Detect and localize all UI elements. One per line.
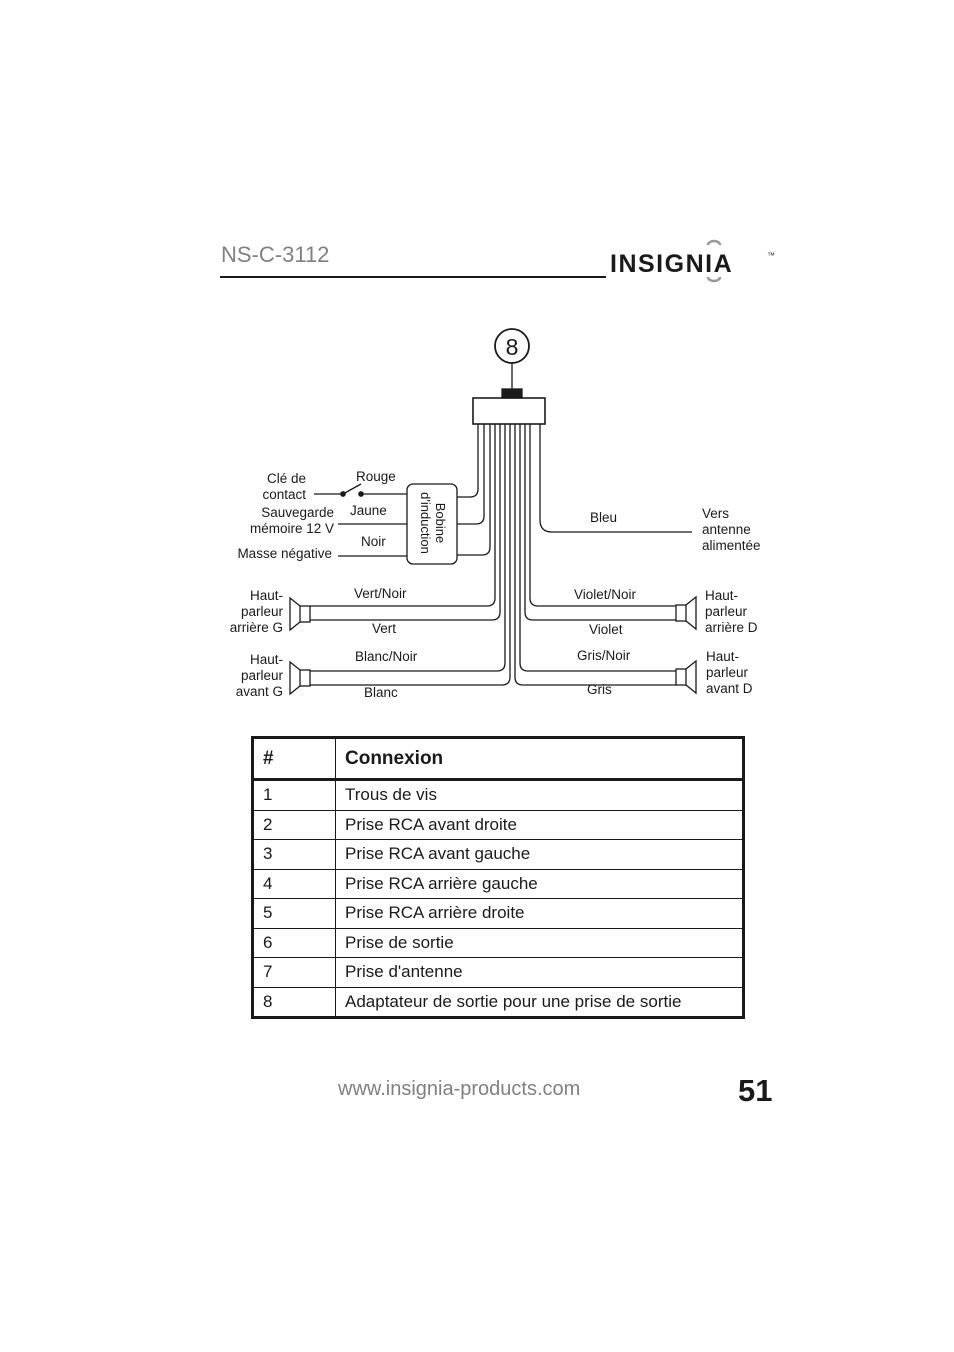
row-connection: Prise RCA avant gauche <box>335 839 744 870</box>
wire-label-green-black: Vert/Noir <box>354 586 407 601</box>
memory-line2: mémoire 12 V <box>249 521 334 536</box>
speaker-icon <box>289 596 311 632</box>
front-left-speaker-label: Haut- parleur avant G <box>220 652 283 700</box>
wire-label-violet: Violet <box>589 622 623 637</box>
table-header-row: # Connexion <box>252 737 744 781</box>
row-number: 6 <box>252 927 336 958</box>
connector-number: 8 <box>506 334 519 360</box>
antenna-label: Vers antenne alimentée <box>702 506 761 554</box>
wire-label-grey-black: Gris/Noir <box>577 648 631 663</box>
model-number: NS-C-3112 <box>221 242 330 267</box>
header-rule <box>220 276 606 278</box>
insignia-logo: INSIGNIA ™ <box>610 239 775 283</box>
front-right-line1: Haut- <box>706 649 740 664</box>
logo-text: INSIGNIA <box>610 250 733 278</box>
row-connection: Prise RCA arrière gauche <box>335 868 744 899</box>
front-left-line1: Haut- <box>249 652 283 667</box>
plug-tab <box>501 388 523 399</box>
wire-label-grey: Gris <box>587 682 612 697</box>
speaker-icon <box>675 595 697 631</box>
row-number: 2 <box>252 809 336 840</box>
antenna-line1: Vers <box>702 506 730 521</box>
wire-label-white-black: Blanc/Noir <box>355 649 418 664</box>
induction-coil-text: Bobine d'induction <box>417 492 448 554</box>
header-connection: Connexion <box>335 737 744 781</box>
front-right-line3: avant D <box>706 681 753 696</box>
row-number: 4 <box>252 868 336 899</box>
row-connection: Trous de vis <box>335 779 744 811</box>
wire-label-blue: Bleu <box>590 510 618 525</box>
wire-label-yellow: Jaune <box>350 503 387 518</box>
antenna-line3: alimentée <box>702 538 761 553</box>
wire-label-violet-black: Violet/Noir <box>574 587 637 602</box>
website-url[interactable]: www.insignia-products.com <box>338 1078 581 1100</box>
front-right-line2: parleur <box>706 665 749 680</box>
row-number: 7 <box>252 957 336 988</box>
rear-right-line2: parleur <box>705 604 748 619</box>
speaker-icon <box>289 660 311 696</box>
row-number: 1 <box>252 779 336 811</box>
ignition-label: Clé de contact <box>236 471 306 503</box>
front-left-line3: avant G <box>235 684 283 699</box>
header-number: # <box>252 737 336 781</box>
wire-label-red: Rouge <box>356 469 396 484</box>
speaker-icon <box>675 659 697 695</box>
rear-right-speaker-label: Haut- parleur arrière D <box>705 588 758 636</box>
row-number: 3 <box>252 839 336 870</box>
front-right-speaker-label: Haut- parleur avant D <box>706 649 753 697</box>
rear-left-line3: arrière G <box>229 620 283 635</box>
rear-right-line1: Haut- <box>705 588 739 603</box>
front-left-line2: parleur <box>240 668 283 683</box>
ignition-line2: contact <box>262 487 306 502</box>
row-connection: Prise de sortie <box>335 927 744 958</box>
ignition-line1: Clé de <box>266 471 306 486</box>
row-connection: Adaptateur de sortie pour une prise de s… <box>335 986 744 1018</box>
antenna-line2: antenne <box>702 522 751 537</box>
wire-label-green: Vert <box>372 621 397 636</box>
page-number: 51 <box>738 1073 773 1108</box>
connector-plug <box>472 397 546 425</box>
row-number: 5 <box>252 898 336 929</box>
induction-coil-label: Bobine d'induction <box>410 484 455 564</box>
rear-right-line3: arrière D <box>705 620 758 635</box>
ground-label: Masse négative <box>237 546 332 561</box>
row-connection: Prise RCA avant droite <box>335 809 744 840</box>
rear-left-line2: parleur <box>240 604 283 619</box>
logo-trademark: ™ <box>767 251 775 260</box>
memory-line1: Sauvegarde <box>261 505 334 520</box>
wiring-diagram: 8 <box>289 328 697 696</box>
row-connection: Prise d'antenne <box>335 957 744 988</box>
wire-label-white: Blanc <box>364 685 398 700</box>
row-number: 8 <box>252 986 336 1018</box>
rear-left-speaker-label: Haut- parleur arrière G <box>220 588 283 636</box>
wire-label-black: Noir <box>361 534 386 549</box>
row-connection: Prise RCA arrière droite <box>335 898 744 929</box>
rear-left-line1: Haut- <box>249 588 283 603</box>
memory-backup-label: Sauvegarde mémoire 12 V <box>226 505 334 537</box>
